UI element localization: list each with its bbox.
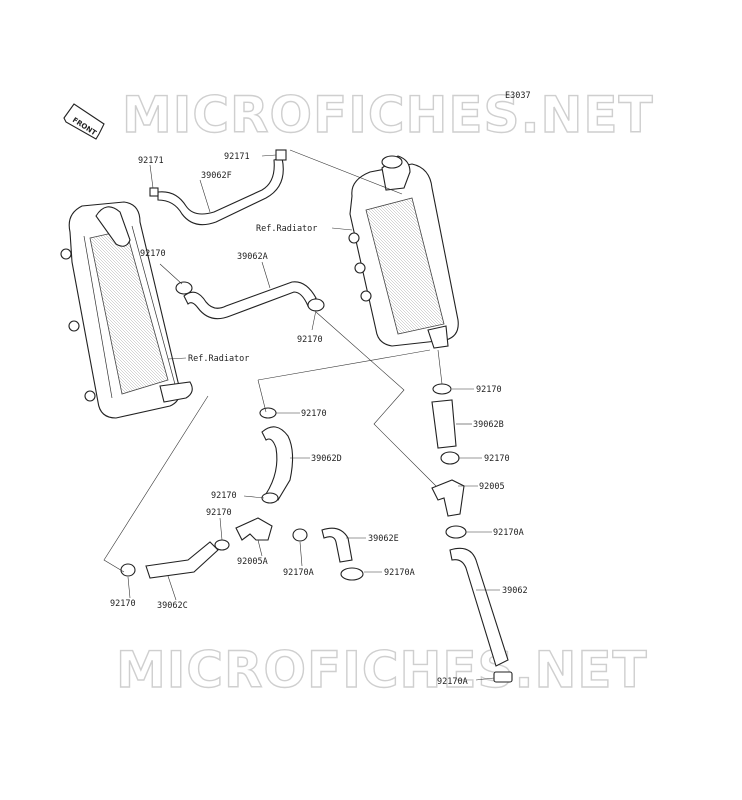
label-92170-h: 92170 <box>110 599 136 609</box>
label-92171-a: 92171 <box>138 156 164 166</box>
hose-39062d <box>261 426 294 501</box>
label-39062c: 39062C <box>157 601 188 611</box>
label-92170a-a: 92170A <box>493 528 524 538</box>
label-92171-b: 92171 <box>224 152 250 162</box>
hose-39062e <box>321 527 353 563</box>
label-92170a-c: 92170A <box>384 568 415 578</box>
right-radiator <box>348 155 459 349</box>
clamp-92170-f <box>261 492 279 504</box>
label-39062d: 39062D <box>311 454 342 464</box>
clamp-92170-b <box>307 298 325 312</box>
label-92005a: 92005A <box>237 557 268 567</box>
label-92170-f: 92170 <box>211 491 237 501</box>
label-92005: 92005 <box>479 482 505 492</box>
clamp-92170-d <box>259 407 277 419</box>
clamp-92170-g <box>214 539 230 551</box>
label-ref-radiator-left: Ref.Radiator <box>188 354 249 364</box>
joint-92005 <box>431 479 465 517</box>
label-39062a: 39062A <box>237 252 268 262</box>
front-arrow-icon: FRONT <box>63 103 105 140</box>
label-39062: 39062 <box>502 586 528 596</box>
label-92170-g: 92170 <box>206 508 232 518</box>
clamp-92170-a <box>175 281 193 295</box>
clamp-92171-b <box>275 149 287 161</box>
clamp-92170a-d <box>493 671 513 683</box>
clamp-92170-c <box>432 383 452 395</box>
hose-39062a <box>183 281 317 320</box>
label-92170-d: 92170 <box>301 409 327 419</box>
label-92170-c: 92170 <box>476 385 502 395</box>
clamp-92170-e <box>440 451 460 465</box>
clamp-92170a-c <box>340 567 364 581</box>
hose-39062 <box>449 547 509 667</box>
label-92170-a: 92170 <box>140 249 166 259</box>
label-39062b: 39062B <box>473 420 504 430</box>
label-92170a-b: 92170A <box>283 568 314 578</box>
label-92170-b: 92170 <box>297 335 323 345</box>
joint-92005a <box>235 517 273 541</box>
clamp-92170a-b <box>292 528 308 542</box>
clamp-92171-a <box>149 187 159 197</box>
label-39062f: 39062F <box>201 171 232 181</box>
label-39062e: 39062E <box>368 534 399 544</box>
hose-39062c <box>145 541 219 579</box>
label-ref-radiator-right: Ref.Radiator <box>256 224 317 234</box>
watermark-bottom: MICROFICHES.NET <box>116 641 648 699</box>
label-92170a-d: 92170A <box>437 677 468 687</box>
clamp-92170a-a <box>445 525 467 539</box>
hose-39062b <box>431 399 457 449</box>
watermark-top: MICROFICHES.NET <box>122 86 654 144</box>
clamp-92170-h <box>120 563 136 577</box>
leader-lines <box>103 149 500 681</box>
hose-39062f <box>157 157 284 226</box>
label-92170-e: 92170 <box>484 454 510 464</box>
left-radiator <box>60 201 193 419</box>
diagram-code: E3037 <box>505 91 531 101</box>
